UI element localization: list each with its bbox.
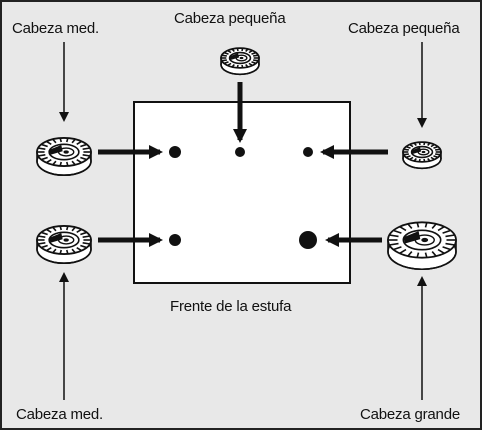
burner-head-icon bbox=[36, 137, 92, 177]
label-bottom-left: Cabeza med. bbox=[16, 406, 104, 423]
burner-dot-bottom-left bbox=[169, 234, 181, 246]
burner-dot-bottom-right bbox=[299, 231, 317, 249]
label-top-left: Cabeza med. bbox=[12, 20, 100, 37]
label-stove-front: Frente de la estufa bbox=[170, 298, 292, 315]
burner-dot-top-center bbox=[235, 147, 245, 157]
label-top-right: Cabeza pequeña bbox=[348, 20, 460, 37]
burner-head-icon bbox=[220, 47, 260, 76]
burner-dot-top-left bbox=[169, 146, 181, 158]
label-bottom-right: Cabeza grande bbox=[360, 406, 460, 423]
label-top-center: Cabeza pequeña bbox=[174, 10, 286, 27]
burner-head-icon bbox=[36, 225, 92, 265]
burner-head-icon bbox=[402, 141, 442, 170]
burner-dot-top-right bbox=[303, 147, 313, 157]
burner-head-icon bbox=[387, 221, 457, 271]
